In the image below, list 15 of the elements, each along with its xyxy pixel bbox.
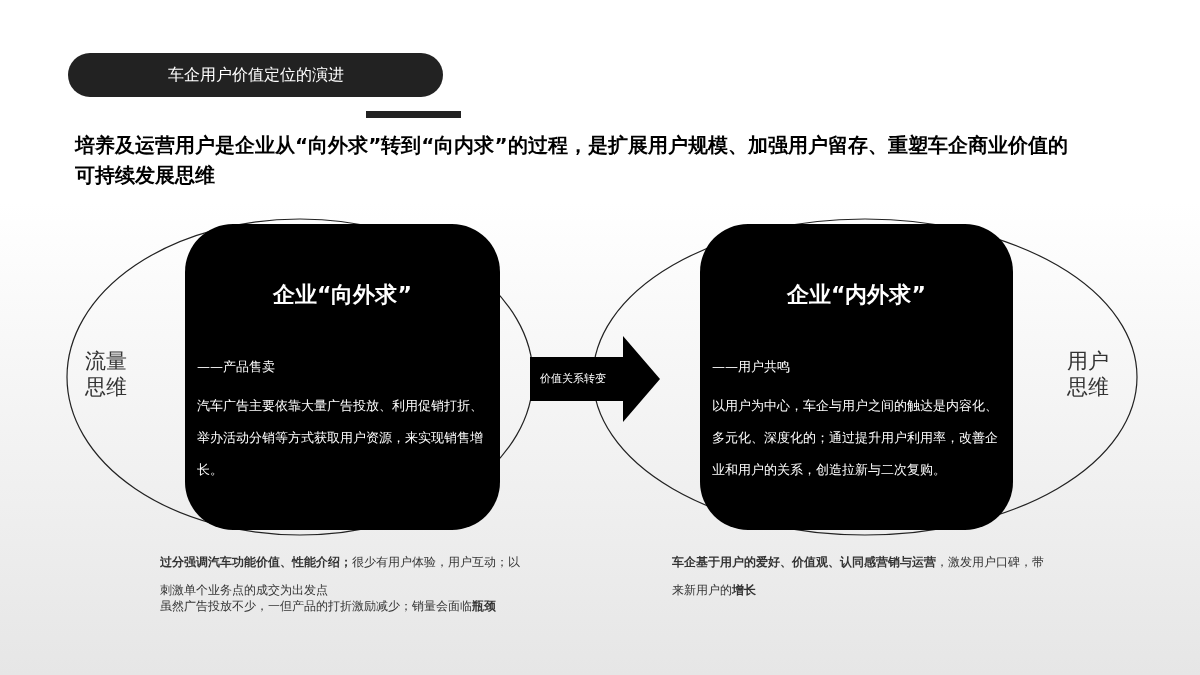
card-heading: 企业“内外求”: [786, 281, 927, 309]
card-subheading: ——产品售卖: [197, 358, 275, 376]
content-card: [185, 224, 500, 530]
title-pill: 车企用户价值定位的演进: [68, 53, 443, 97]
headline-text: 培养及运营用户是企业从“向外求”转到“向内求”的过程，是扩展用户规模、加强用户留存、重塑车企商业价值的可持续发展思维: [75, 132, 1069, 189]
card-heading: 企业“向外求”: [272, 281, 413, 309]
note-text: 虽然广告投放不少，一但产品的打折激励减少；销量会面临瓶颈: [160, 598, 497, 615]
note-text: 车企基于用户的爱好、价值观、认同感营销与运营，激发用户口碑，带来新用户的增长: [672, 554, 1045, 599]
note-text: 过分强调汽车功能价值、性能介绍；很少有用户体验，用户互动；以刺激单个业务点的成交为出发点: [160, 554, 520, 599]
card-body-text: 汽车广告主要依靠大量广告投放、利用促销打折、举办活动分销等方式获取用户资源，来实现销售增长。: [197, 397, 484, 479]
card-subheading: ——用户共鸣: [712, 358, 790, 376]
content-card: [700, 224, 1013, 530]
card-body-text: 以用户为中心，车企与用户之间的触达是内容化、多元化、深度化的；通过提升用户利用率，改善企业和用户的关系，创造拉新与二次复购。: [712, 397, 999, 479]
region-label: 流量思维: [84, 348, 128, 400]
region-label: 用户思维: [1066, 348, 1110, 400]
